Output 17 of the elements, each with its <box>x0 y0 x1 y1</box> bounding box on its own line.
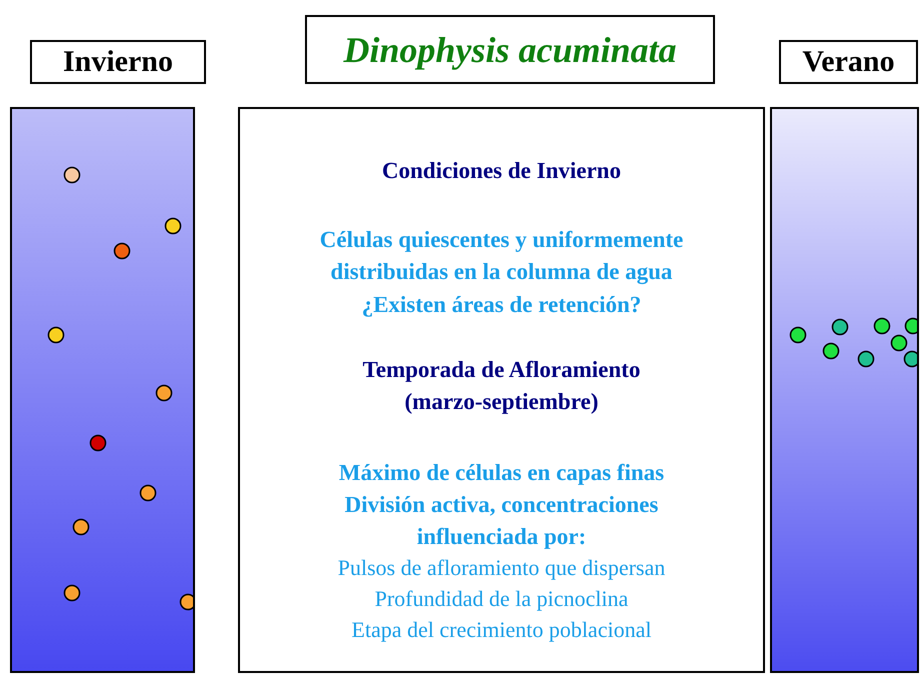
text-panel <box>238 107 765 673</box>
label-box <box>779 40 918 84</box>
panel-text: Células quiescentes y uniformemente distribuidas en la columna de agua <box>318 226 684 286</box>
season-label: Invierno <box>62 45 173 79</box>
water-column <box>770 107 919 673</box>
water-column <box>10 107 195 673</box>
panel-text: Etapa del crecimiento poblacional <box>350 616 652 644</box>
panel-text: Profundidad de la picnoclina <box>374 585 630 613</box>
season-label: Verano <box>802 45 895 79</box>
species-title: Dinophysis acuminata <box>343 28 677 70</box>
label-box <box>30 40 206 84</box>
panel-text: Pulsos de afloramiento que dispersan <box>336 554 666 582</box>
panel-heading: Temporada de Afloramiento (marzo-septiembre) <box>362 356 642 416</box>
title-box <box>305 15 715 84</box>
panel-text: ¿Existen áreas de retención? <box>360 291 642 319</box>
panel-text: Máximo de células en capas finas División activa, concentraciones influenciada por: <box>338 459 666 551</box>
panel-heading: Condiciones de Invierno <box>381 157 622 185</box>
